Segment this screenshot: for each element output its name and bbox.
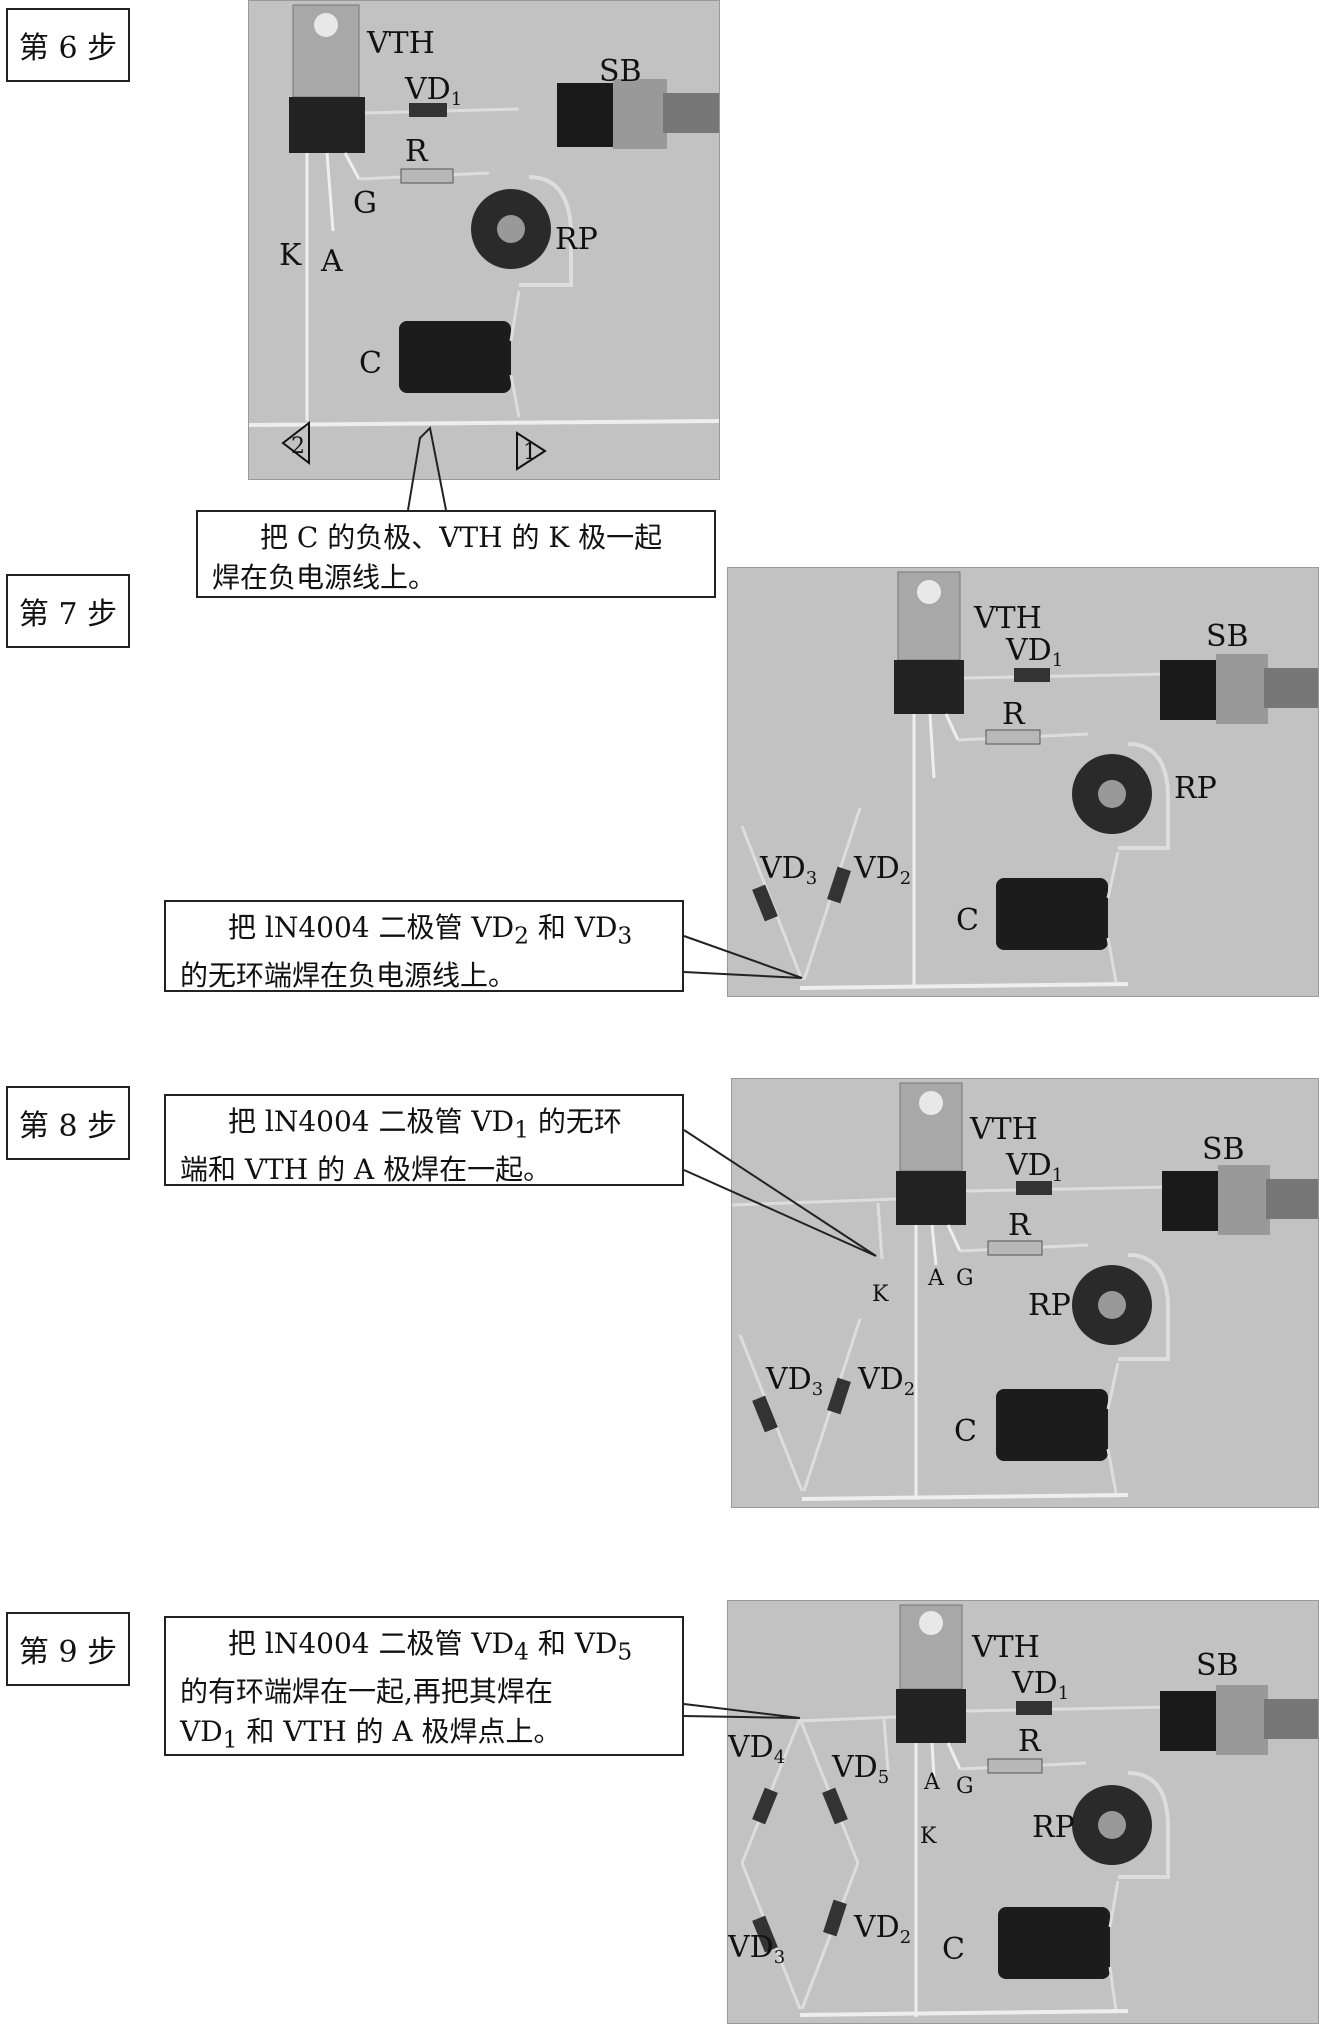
step-9-label: 第 9 步: [6, 1612, 130, 1686]
r-label: R: [1002, 697, 1026, 732]
rp-label: RP: [1032, 1810, 1075, 1845]
step-7-callout-line-2: 的无环端焊在负电源线上。: [180, 958, 517, 992]
node-1-label: 1: [523, 440, 537, 465]
step-9-callout-line-3: VD1 和 VTH 的 A 极焊点上。: [180, 1714, 562, 1754]
vth-label: VTH: [366, 26, 435, 61]
vd1-label: VD1: [1005, 633, 1063, 671]
step-9-callout: 把 lN4004 二极管 VD4 和 VD5 的有环端焊在一起,再把其焊在 VD…: [164, 1616, 684, 1756]
c-label: C: [956, 903, 979, 938]
step-6-label: 第 6 步: [6, 8, 130, 82]
r-label: R: [405, 134, 429, 169]
step-8-callout-line-2: 端和 VTH 的 A 极焊在一起。: [180, 1152, 552, 1186]
rp-label: RP: [1174, 771, 1217, 806]
circuit-photo-8: VTH VD1 SB R K A G RP VD3 VD2 C: [732, 1079, 1318, 1507]
sb-label: SB: [1206, 619, 1249, 654]
sb-label: SB: [599, 54, 642, 89]
vd1-label: VD1: [404, 72, 462, 110]
step-7-callout: 把 lN4004 二极管 VD2 和 VD3 的无环端焊在负电源线上。: [164, 900, 684, 992]
step-7-photo: VTH VD1 SB R RP VD3 VD2 C: [727, 567, 1319, 997]
step-6-callout: 把 C 的负极、VTH 的 K 极一起 焊在负电源线上。: [196, 510, 716, 598]
vd2-label: VD2: [853, 1910, 911, 1948]
vd2-label: VD2: [853, 851, 911, 889]
g-label: G: [956, 1774, 974, 1799]
sb-label: SB: [1196, 1648, 1239, 1683]
vd3-label: VD3: [728, 1930, 785, 1968]
c-label: C: [359, 346, 382, 381]
a-label: A: [927, 1266, 945, 1291]
step-6-callout-line-1: 把 C 的负极、VTH 的 K 极一起: [260, 521, 663, 554]
g-label: G: [353, 186, 377, 221]
k-label: K: [920, 1824, 937, 1849]
circuit-photo-6: 2 1 VTH VD1 SB R G RP K A C: [249, 1, 719, 479]
vth-label: VTH: [973, 601, 1042, 636]
vd1-label: VD1: [1005, 1148, 1063, 1186]
vth-label: VTH: [969, 1112, 1038, 1147]
vth-label: VTH: [971, 1630, 1040, 1665]
g-label: G: [956, 1266, 974, 1291]
step-8-callout: 把 lN4004 二极管 VD1 的无环 端和 VTH 的 A 极焊在一起。: [164, 1094, 684, 1186]
rp-label: RP: [1028, 1288, 1071, 1323]
step-8-callout-line-1: 把 lN4004 二极管 VD1 的无环: [228, 1105, 622, 1144]
k-label: K: [279, 238, 302, 273]
r-label: R: [1008, 1208, 1032, 1243]
r-label: R: [1018, 1724, 1042, 1759]
sb-label: SB: [1202, 1132, 1245, 1167]
vd3-label: VD3: [765, 1362, 823, 1400]
a-label: A: [320, 244, 343, 279]
step-7-label: 第 7 步: [6, 574, 130, 648]
vd1-label: VD1: [1011, 1666, 1069, 1704]
step-9-photo: VTH VD1 SB R A G K RP VD4 VD5 VD3 VD2 C: [727, 1600, 1319, 2024]
rp-label: RP: [555, 222, 598, 257]
vd4-label: VD4: [728, 1730, 785, 1768]
step-9-callout-line-2: 的有环端焊在一起,再把其焊在: [180, 1674, 553, 1708]
a-label: A: [923, 1770, 941, 1795]
vd2-label: VD2: [857, 1362, 915, 1400]
k-label: K: [872, 1282, 889, 1307]
circuit-photo-9: VTH VD1 SB R A G K RP VD4 VD5 VD3 VD2 C: [728, 1601, 1318, 2023]
c-label: C: [942, 1932, 965, 1967]
vd5-label: VD5: [831, 1750, 889, 1788]
step-6-photo: 2 1 VTH VD1 SB R G RP K A C: [248, 0, 720, 480]
vd3-label: VD3: [759, 851, 817, 889]
c-label: C: [954, 1414, 977, 1449]
step-8-photo: VTH VD1 SB R K A G RP VD3 VD2 C: [731, 1078, 1319, 1508]
step-7-callout-line-1: 把 lN4004 二极管 VD2 和 VD3: [228, 911, 633, 950]
step-6-callout-line-2: 焊在负电源线上。: [212, 561, 437, 594]
circuit-photo-7: VTH VD1 SB R RP VD3 VD2 C: [728, 568, 1318, 996]
step-8-label: 第 8 步: [6, 1086, 130, 1160]
step-9-callout-line-1: 把 lN4004 二极管 VD4 和 VD5: [228, 1627, 633, 1666]
node-2-label: 2: [291, 434, 305, 459]
